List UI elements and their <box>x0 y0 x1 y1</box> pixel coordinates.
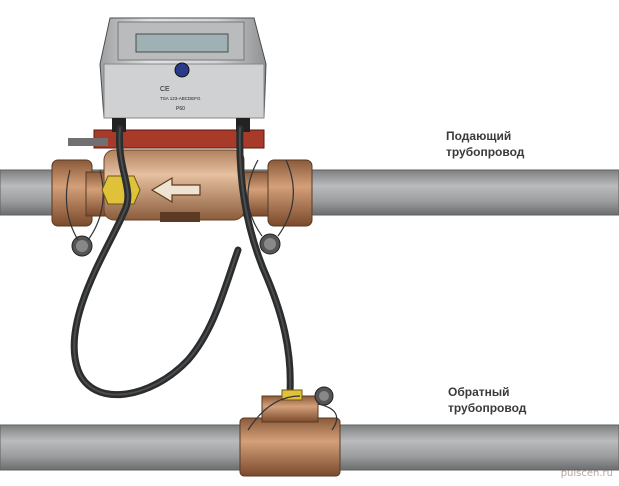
meter-button-icon[interactable] <box>174 62 190 78</box>
lcd-display <box>135 33 229 53</box>
return-pipe-label-line2: трубопровод <box>448 401 527 415</box>
supply-pipe-label: Подающий трубопровод <box>446 128 524 160</box>
sensor-cables <box>70 124 294 399</box>
flow-direction-arrow-icon <box>150 176 201 204</box>
supply-pipe-label-line2: трубопровод <box>446 145 525 159</box>
return-pipe-label-line1: Обратный <box>448 385 510 399</box>
meter-small-text: TSA 123-ABCDEFG <box>160 96 201 101</box>
meter-code: P60 <box>176 106 185 112</box>
supply-pipe-label-line1: Подающий <box>446 129 512 143</box>
watermark: pulscen.ru <box>560 468 613 479</box>
meter-flow-body <box>101 149 245 222</box>
ce-mark: CE <box>160 86 170 93</box>
meter-calculator-unit: CE TSA 123-ABCDEFG P60 <box>99 17 267 132</box>
return-sensor-fitting <box>239 386 341 477</box>
return-pipe-label: Обратный трубопровод <box>448 384 526 416</box>
left-union-fitting <box>51 159 109 257</box>
meter-flange <box>68 129 265 149</box>
